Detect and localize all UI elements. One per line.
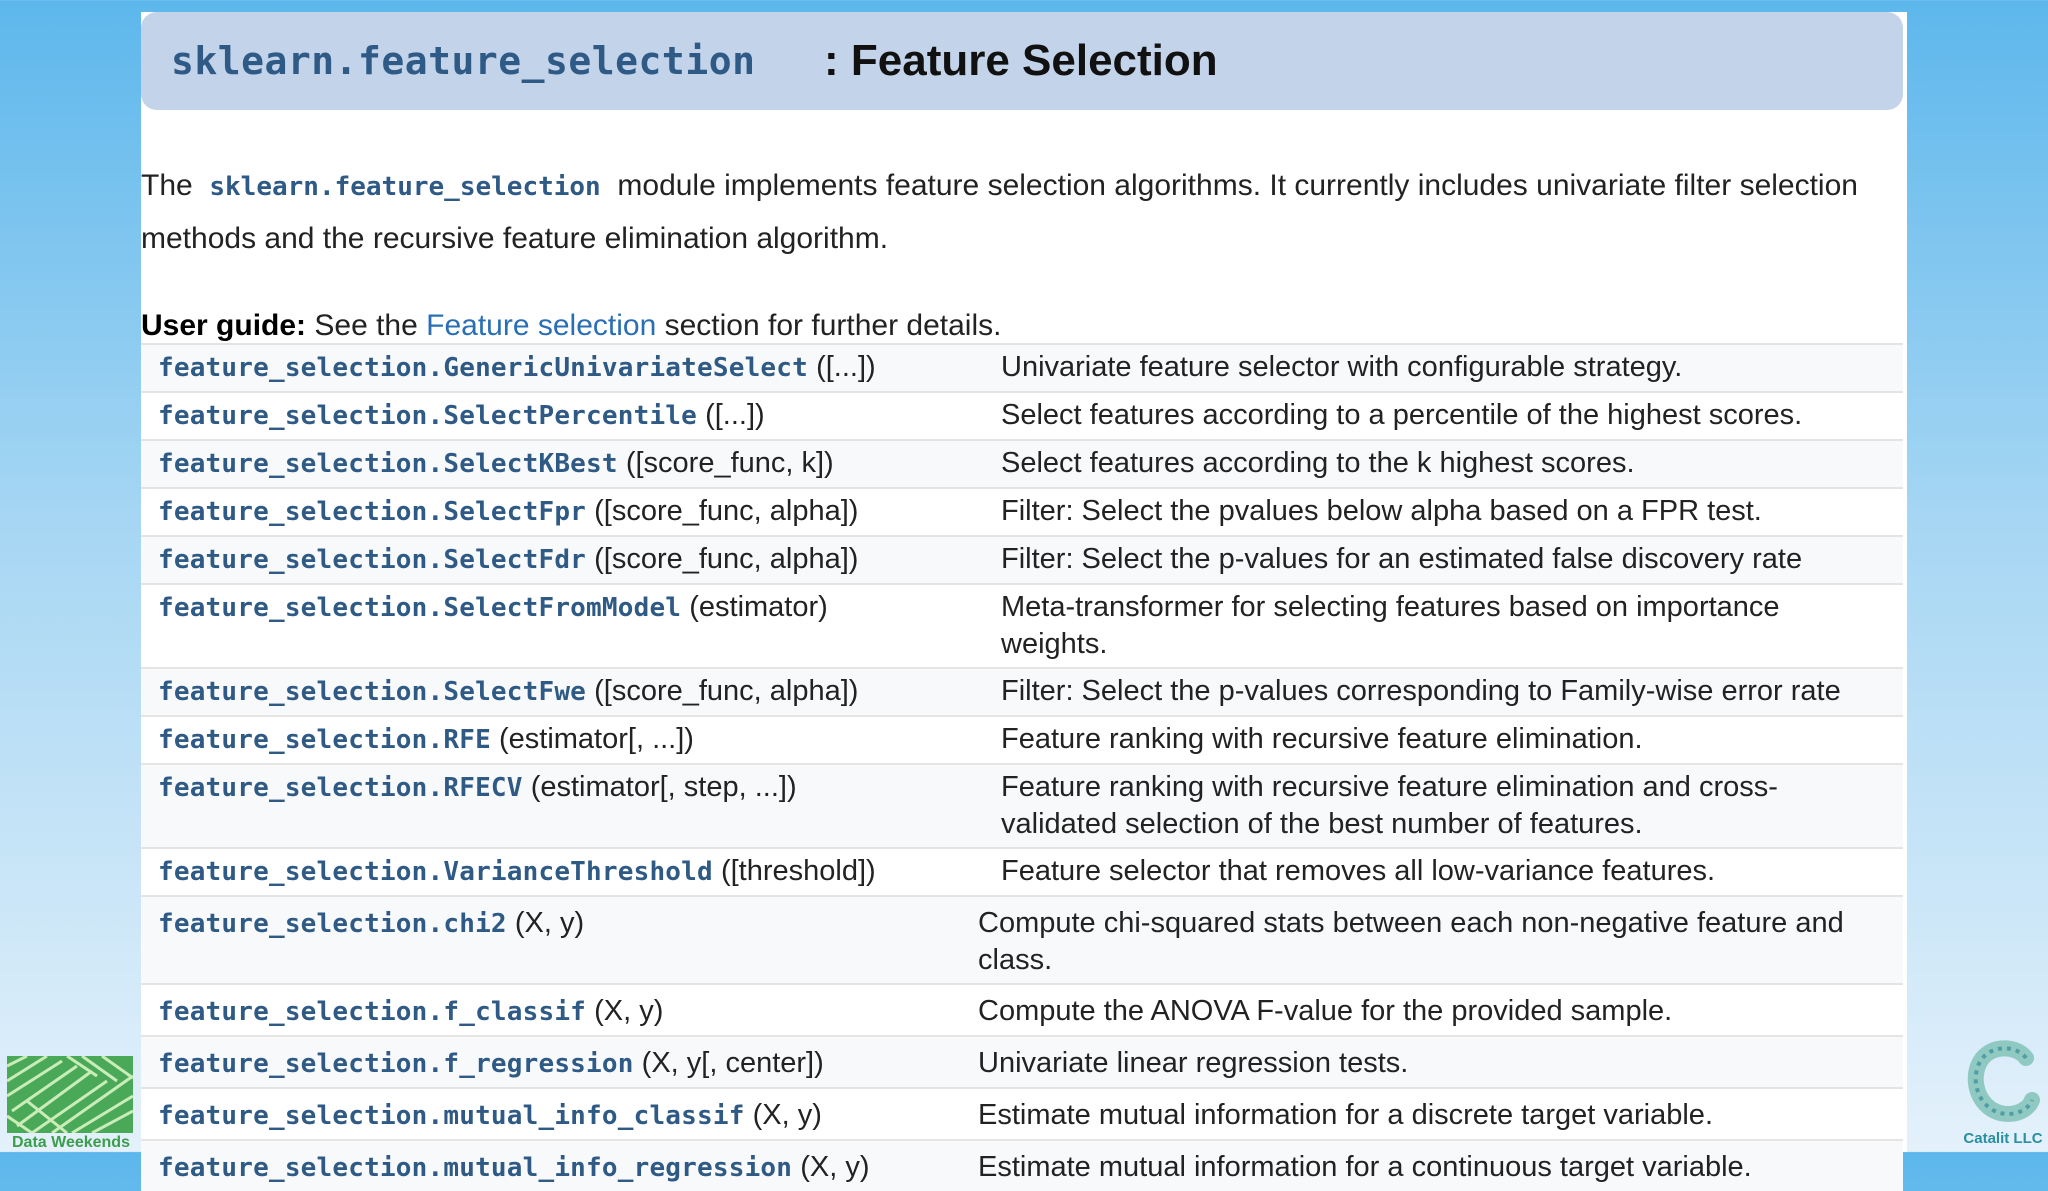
api-function-args: ([...]) [816, 351, 876, 383]
intro-paragraph: The sklearn.feature_selection module imp… [141, 160, 1881, 264]
user-guide: User guide: See the Feature selection se… [141, 307, 1001, 345]
api-description: Feature selector that removes all low-va… [978, 847, 1903, 896]
api-function-args: (X, y[, center]) [641, 1047, 824, 1079]
api-description: Feature ranking with recursive feature e… [978, 715, 1903, 764]
api-description: Filter: Select the pvalues below alpha b… [978, 487, 1903, 536]
table-row: feature_selection.SelectFwe ([score_func… [141, 667, 1903, 716]
api-name-cell: feature_selection.RFE (estimator[, ...]) [141, 715, 978, 764]
api-name-cell: feature_selection.SelectFpr ([score_func… [141, 487, 978, 536]
api-description: Compute chi-squared stats between each n… [978, 895, 1903, 984]
api-name-cell: feature_selection.SelectKBest ([score_fu… [141, 439, 978, 488]
data-weekends-logo-icon [7, 1056, 133, 1133]
table-row: feature_selection.RFECV (estimator[, ste… [141, 763, 1903, 848]
intro-text: module implements feature selection algo… [141, 169, 1858, 255]
api-description: Estimate mutual information for a discre… [978, 1087, 1903, 1140]
api-description: Meta-transformer for selecting features … [978, 583, 1903, 668]
api-function-link[interactable]: feature_selection.f_classif [158, 997, 587, 1027]
api-name-cell: feature_selection.GenericUnivariateSelec… [141, 343, 978, 392]
table-row: feature_selection.VarianceThreshold ([th… [141, 847, 1903, 896]
catalit-logo: Catalit LLC [1958, 1040, 2048, 1152]
api-function-args: ([score_func, alpha]) [594, 675, 859, 707]
table-row: feature_selection.SelectFpr ([score_func… [141, 487, 1903, 536]
user-guide-after: section for further details. [664, 309, 1002, 342]
page-header: sklearn.feature_selection : Feature Sele… [141, 12, 1903, 110]
api-name-cell: feature_selection.f_regression (X, y[, c… [141, 1035, 978, 1088]
api-function-args: ([...]) [705, 399, 765, 431]
api-description: Compute the ANOVA F-value for the provid… [978, 983, 1903, 1036]
api-name-cell: feature_selection.VarianceThreshold ([th… [141, 847, 978, 896]
api-name-cell: feature_selection.f_classif (X, y) [141, 983, 978, 1036]
api-function-args: ([score_func, alpha]) [594, 543, 859, 575]
api-name-cell: feature_selection.mutual_info_regression… [141, 1139, 978, 1191]
api-function-args: (estimator[, step, ...]) [530, 771, 797, 803]
api-table-body: feature_selection.GenericUnivariateSelec… [141, 343, 1903, 1191]
api-function-link[interactable]: feature_selection.RFECV [158, 773, 523, 803]
api-name-cell: feature_selection.SelectFwe ([score_func… [141, 667, 978, 716]
table-row: feature_selection.SelectFdr ([score_func… [141, 535, 1903, 584]
intro-prefix: The [141, 169, 193, 202]
table-row: feature_selection.mutual_info_classif (X… [141, 1087, 1903, 1140]
api-name-cell: feature_selection.chi2 (X, y) [141, 895, 978, 984]
api-function-args: (X, y) [800, 1151, 870, 1183]
intro-module-code[interactable]: sklearn.feature_selection [209, 172, 601, 202]
api-function-args: ([score_func, k]) [625, 447, 834, 479]
feature-selection-link[interactable]: Feature selection [426, 309, 657, 342]
api-function-link[interactable]: feature_selection.GenericUnivariateSelec… [158, 353, 808, 383]
header-module-name[interactable]: sklearn.feature_selection [171, 39, 756, 83]
user-guide-before: See the [314, 309, 418, 342]
api-function-link[interactable]: feature_selection.VarianceThreshold [158, 857, 713, 887]
api-function-link[interactable]: feature_selection.mutual_info_regression [158, 1153, 793, 1183]
api-function-args: (X, y) [594, 995, 664, 1027]
api-function-link[interactable]: feature_selection.RFE [158, 725, 491, 755]
table-row: feature_selection.SelectKBest ([score_fu… [141, 439, 1903, 488]
api-function-link[interactable]: feature_selection.SelectKBest [158, 449, 618, 479]
api-function-link[interactable]: feature_selection.f_regression [158, 1049, 634, 1079]
catalit-label: Catalit LLC [1963, 1130, 2043, 1147]
api-table: feature_selection.GenericUnivariateSelec… [141, 343, 1903, 1191]
api-description: Filter: Select the p-values correspondin… [978, 667, 1903, 716]
api-function-link[interactable]: feature_selection.SelectPercentile [158, 401, 698, 431]
page-title: : Feature Selection [824, 36, 1218, 85]
api-name-cell: feature_selection.mutual_info_classif (X… [141, 1087, 978, 1140]
api-function-link[interactable]: feature_selection.SelectFromModel [158, 593, 682, 623]
api-description: Univariate feature selector with configu… [978, 343, 1903, 392]
api-name-cell: feature_selection.SelectPercentile ([...… [141, 391, 978, 440]
api-function-link[interactable]: feature_selection.SelectFpr [158, 497, 587, 527]
api-function-args: (estimator[, ...]) [498, 723, 694, 755]
api-function-args: ([threshold]) [720, 855, 876, 887]
table-row: feature_selection.mutual_info_regression… [141, 1139, 1903, 1191]
api-function-args: (X, y) [752, 1099, 822, 1131]
api-description: Estimate mutual information for a contin… [978, 1139, 1903, 1191]
table-row: feature_selection.f_regression (X, y[, c… [141, 1035, 1903, 1088]
api-description: Filter: Select the p-values for an estim… [978, 535, 1903, 584]
data-weekends-logo: Data Weekends [4, 1056, 134, 1152]
table-row: feature_selection.RFE (estimator[, ...])… [141, 715, 1903, 764]
api-description: Select features according to the k highe… [978, 439, 1903, 488]
api-function-args: (X, y) [514, 907, 585, 939]
slide: sklearn.feature_selection : Feature Sele… [141, 12, 1907, 1191]
api-name-cell: feature_selection.SelectFromModel (estim… [141, 583, 978, 668]
data-weekends-label: Data Weekends [12, 1134, 130, 1151]
catalit-logo-icon [1967, 1040, 2040, 1123]
api-function-args: (estimator) [689, 591, 828, 623]
api-name-cell: feature_selection.SelectFdr ([score_func… [141, 535, 978, 584]
user-guide-label: User guide: [141, 309, 307, 342]
table-row: feature_selection.SelectFromModel (estim… [141, 583, 1903, 668]
api-name-cell: feature_selection.RFECV (estimator[, ste… [141, 763, 978, 848]
api-description: Univariate linear regression tests. [978, 1035, 1903, 1088]
table-row: feature_selection.GenericUnivariateSelec… [141, 343, 1903, 392]
api-function-link[interactable]: feature_selection.SelectFwe [158, 677, 587, 707]
api-function-link[interactable]: feature_selection.mutual_info_classif [158, 1101, 745, 1131]
table-row: feature_selection.f_classif (X, y)Comput… [141, 983, 1903, 1036]
api-function-args: ([score_func, alpha]) [594, 495, 859, 527]
api-description: Select features according to a percentil… [978, 391, 1903, 440]
api-function-link[interactable]: feature_selection.chi2 [158, 909, 507, 939]
api-function-link[interactable]: feature_selection.SelectFdr [158, 545, 587, 575]
table-row: feature_selection.chi2 (X, y)Compute chi… [141, 895, 1903, 984]
api-description: Feature ranking with recursive feature e… [978, 763, 1903, 848]
table-row: feature_selection.SelectPercentile ([...… [141, 391, 1903, 440]
